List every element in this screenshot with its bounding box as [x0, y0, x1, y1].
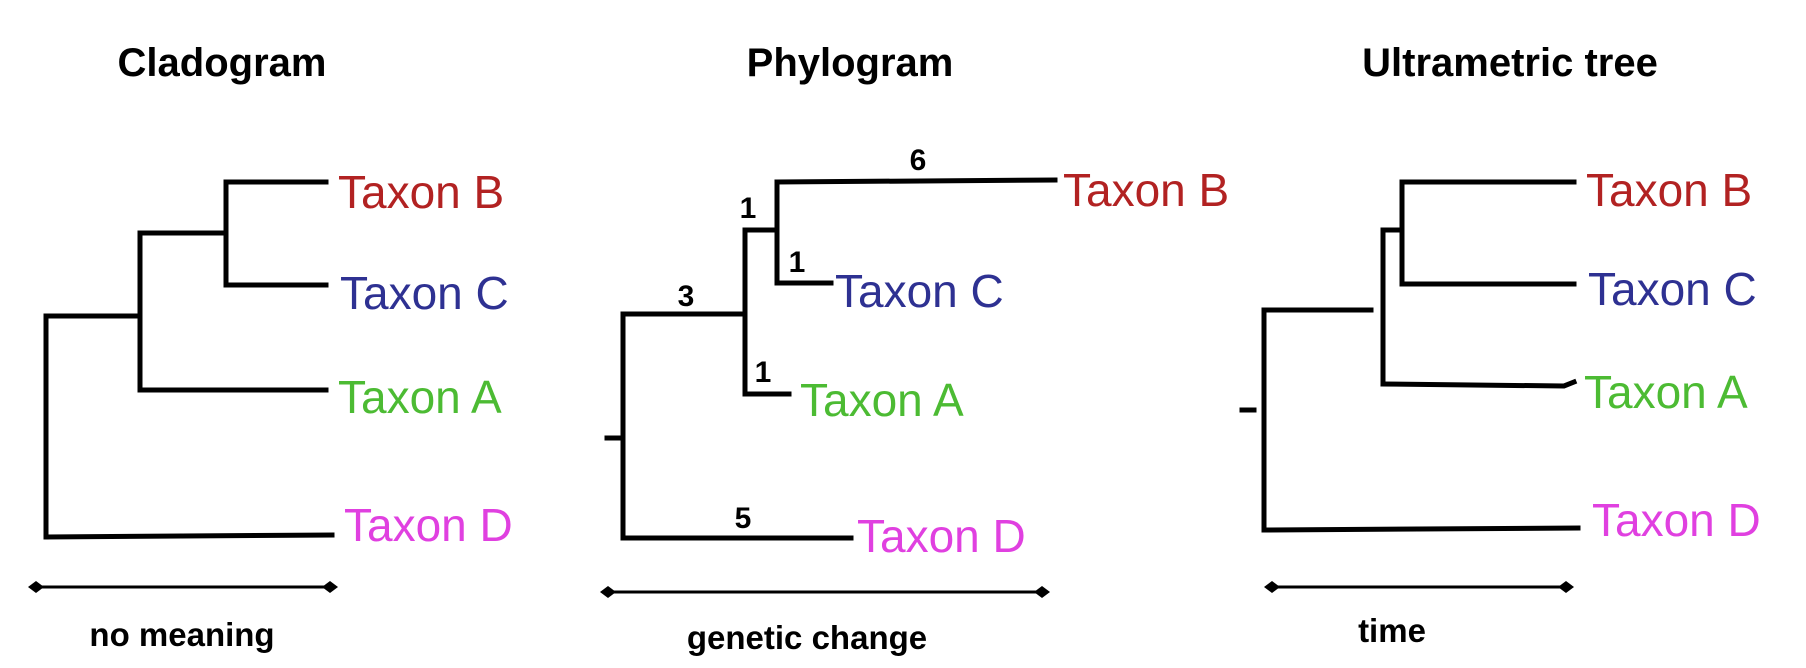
- label-taxon-d: Taxon D: [344, 499, 513, 551]
- label-taxon-b: Taxon B: [1586, 164, 1752, 216]
- phylogram-branch-lengths: 6 1 1 3 1 5: [678, 144, 927, 535]
- scale-end-left: [600, 586, 616, 598]
- branch-taxon-b: [774, 177, 1058, 185]
- ultrametric-branches: [1239, 179, 1581, 533]
- phylogram-panel: Phylogram 6 1 1 3 1 5 Taxon B Taxon C Ta…: [600, 41, 1229, 656]
- phylogram-title: Phylogram: [747, 41, 954, 85]
- ultrametric-panel: Ultrametric tree Taxon B Taxon C Taxon A…: [1239, 41, 1761, 649]
- ultrametric-scale-bar: [1264, 581, 1574, 593]
- scale-end-right: [1558, 581, 1574, 593]
- label-taxon-c: Taxon C: [340, 267, 509, 319]
- length-label-bc: 1: [740, 192, 757, 225]
- length-label-a: 1: [755, 356, 772, 389]
- ultrametric-scale-label: time: [1358, 612, 1426, 649]
- branch-taxon-d: [1261, 525, 1581, 533]
- label-taxon-d: Taxon D: [857, 510, 1026, 562]
- scale-end-left: [1264, 581, 1280, 593]
- label-taxon-a: Taxon A: [1584, 366, 1748, 418]
- length-label-abc: 3: [678, 280, 695, 313]
- label-taxon-c: Taxon C: [835, 265, 1004, 317]
- scale-end-left: [28, 581, 44, 593]
- branch-taxon-d: [43, 532, 335, 540]
- ultrametric-title: Ultrametric tree: [1362, 41, 1658, 85]
- scale-end-right: [322, 581, 338, 593]
- label-taxon-a: Taxon A: [800, 374, 964, 426]
- phylogram-scale-label: genetic change: [687, 619, 927, 656]
- scale-end-right: [1034, 586, 1050, 598]
- label-taxon-d: Taxon D: [1592, 494, 1761, 546]
- branch-taxon-a: [1380, 378, 1578, 389]
- cladogram-title: Cladogram: [118, 41, 327, 85]
- length-label-d: 5: [735, 502, 752, 535]
- cladogram-panel: Cladogram Taxon B Taxon C Taxon A Taxon …: [28, 41, 513, 653]
- label-taxon-c: Taxon C: [1588, 263, 1757, 315]
- phylogram-branches: [604, 177, 1058, 541]
- label-taxon-a: Taxon A: [338, 371, 502, 423]
- cladogram-scale-bar: [28, 581, 338, 593]
- label-taxon-b: Taxon B: [338, 166, 504, 218]
- phylogram-scale-bar: [600, 586, 1050, 598]
- cladogram-branches: [43, 179, 335, 540]
- label-taxon-b: Taxon B: [1063, 164, 1229, 216]
- length-label-c: 1: [789, 246, 806, 279]
- cladogram-scale-label: no meaning: [89, 616, 274, 653]
- length-label-b: 6: [910, 144, 927, 177]
